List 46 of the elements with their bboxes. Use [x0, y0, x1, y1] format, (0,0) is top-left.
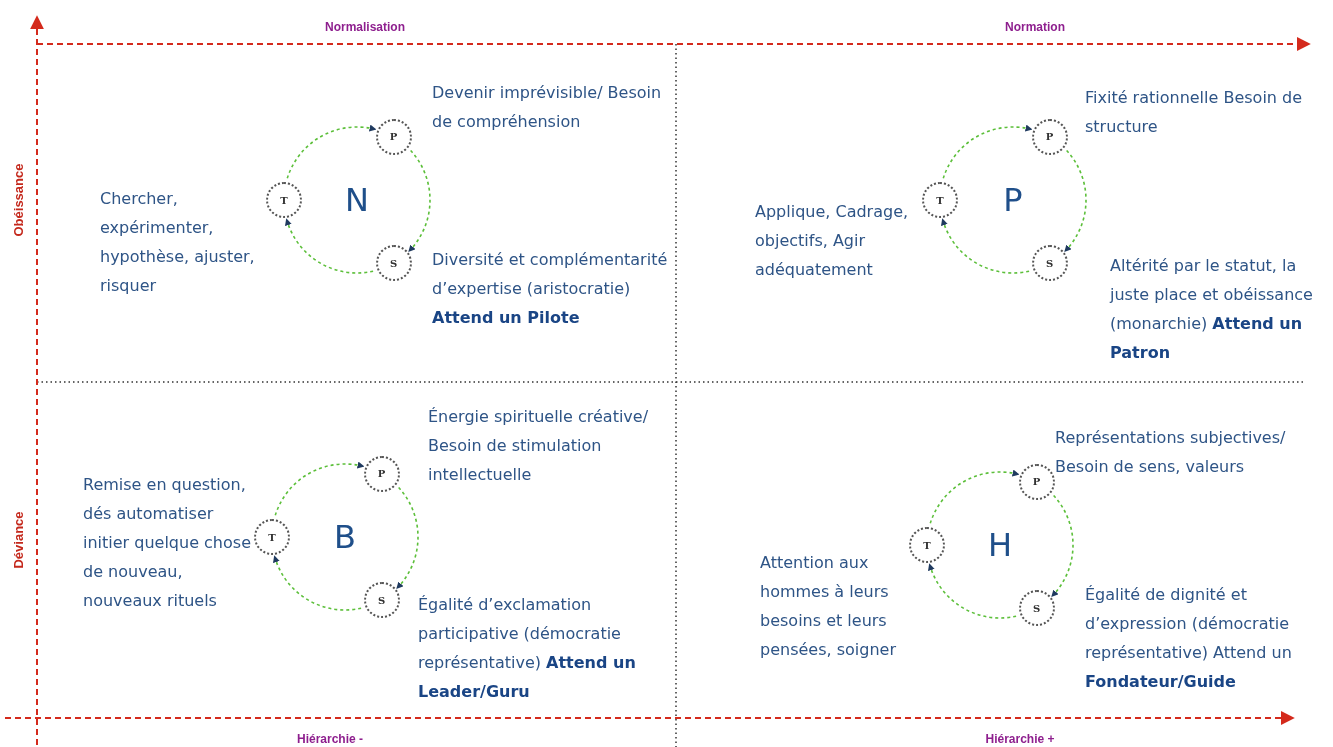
quadrant-letter: B	[334, 518, 356, 556]
stage-circle: S	[1018, 590, 1055, 627]
stage-circle: P	[1031, 118, 1068, 155]
cycle-arrow	[286, 124, 377, 180]
quadrant-letter: N	[345, 181, 369, 219]
axis-label: Normation	[1005, 20, 1065, 34]
cycle-arrow	[274, 461, 365, 517]
cycle-arrow	[928, 563, 1017, 619]
description-text: Diversité et complémentarité d’expertise (aristocratie) Attend un Pilote	[432, 249, 669, 329]
cycle-arrow	[941, 218, 1030, 274]
axis-label: Normalisation	[325, 20, 405, 34]
description-text: Représentations subjectives/ Besoin de sens, valeurs	[1055, 427, 1287, 478]
cycle-arrow	[942, 124, 1033, 180]
cycle-arrow	[929, 469, 1020, 525]
stage-circle: S	[375, 245, 412, 282]
cycle-arrow	[273, 555, 362, 611]
cycle-arrow	[285, 218, 374, 274]
cycle-arrow	[1064, 149, 1087, 253]
description-text: Énergie spirituelle créative/ Besoin de stimulation intellectuelle	[428, 406, 650, 486]
axis-label: Hiérarchie -	[297, 732, 363, 746]
description-text: Applique, Cadrage, objectifs, Agir adéquatement	[755, 201, 910, 281]
description-text: Fixité rationnelle Besoin de structure	[1085, 87, 1304, 138]
stage-circle: P	[375, 118, 412, 155]
description-text: Remise en question, dés automatiser initier quelque chose de nouveau, nouveaux rituels	[83, 474, 252, 612]
description-text: Chercher, expérimenter, hypothèse, ajuster, risquer	[100, 188, 256, 297]
stage-circle: T	[266, 182, 302, 218]
stage-circle: T	[909, 527, 945, 563]
quadrant-letter: H	[987, 526, 1013, 564]
stage-circle: P	[363, 455, 400, 492]
cycle-arrow	[1051, 494, 1074, 598]
description-text: Égalité de dignité et d’expression (démocratie représentative) Attend un Fondateur/Guide	[1085, 584, 1293, 693]
description-text: Altérité par le statut, la juste place et obéissance (monarchie) Attend un Patron	[1110, 255, 1314, 364]
axis-label: Hiérarchie +	[985, 732, 1055, 746]
cycle-arrow	[408, 149, 431, 253]
stage-circle: T	[922, 182, 958, 218]
stage-circle: S	[363, 582, 400, 619]
axis-label: Déviance	[10, 511, 26, 569]
cycle-arrow	[396, 486, 419, 590]
quadrant-letter: P	[1003, 181, 1023, 219]
description-text: Devenir imprévisible/ Besoin de compréhension	[432, 82, 663, 133]
description-text: Égalité d’exclamation participative (démocratie représentative) Attend un Leader/Guru	[418, 594, 637, 703]
stage-circle: S	[1031, 245, 1068, 282]
description-text: Attention aux hommes à leurs besoins et leurs pensées, soigner	[760, 552, 897, 661]
stage-circle: T	[254, 519, 290, 555]
stage-circle: P	[1018, 463, 1055, 500]
axis-label: Obéissance	[10, 163, 26, 237]
